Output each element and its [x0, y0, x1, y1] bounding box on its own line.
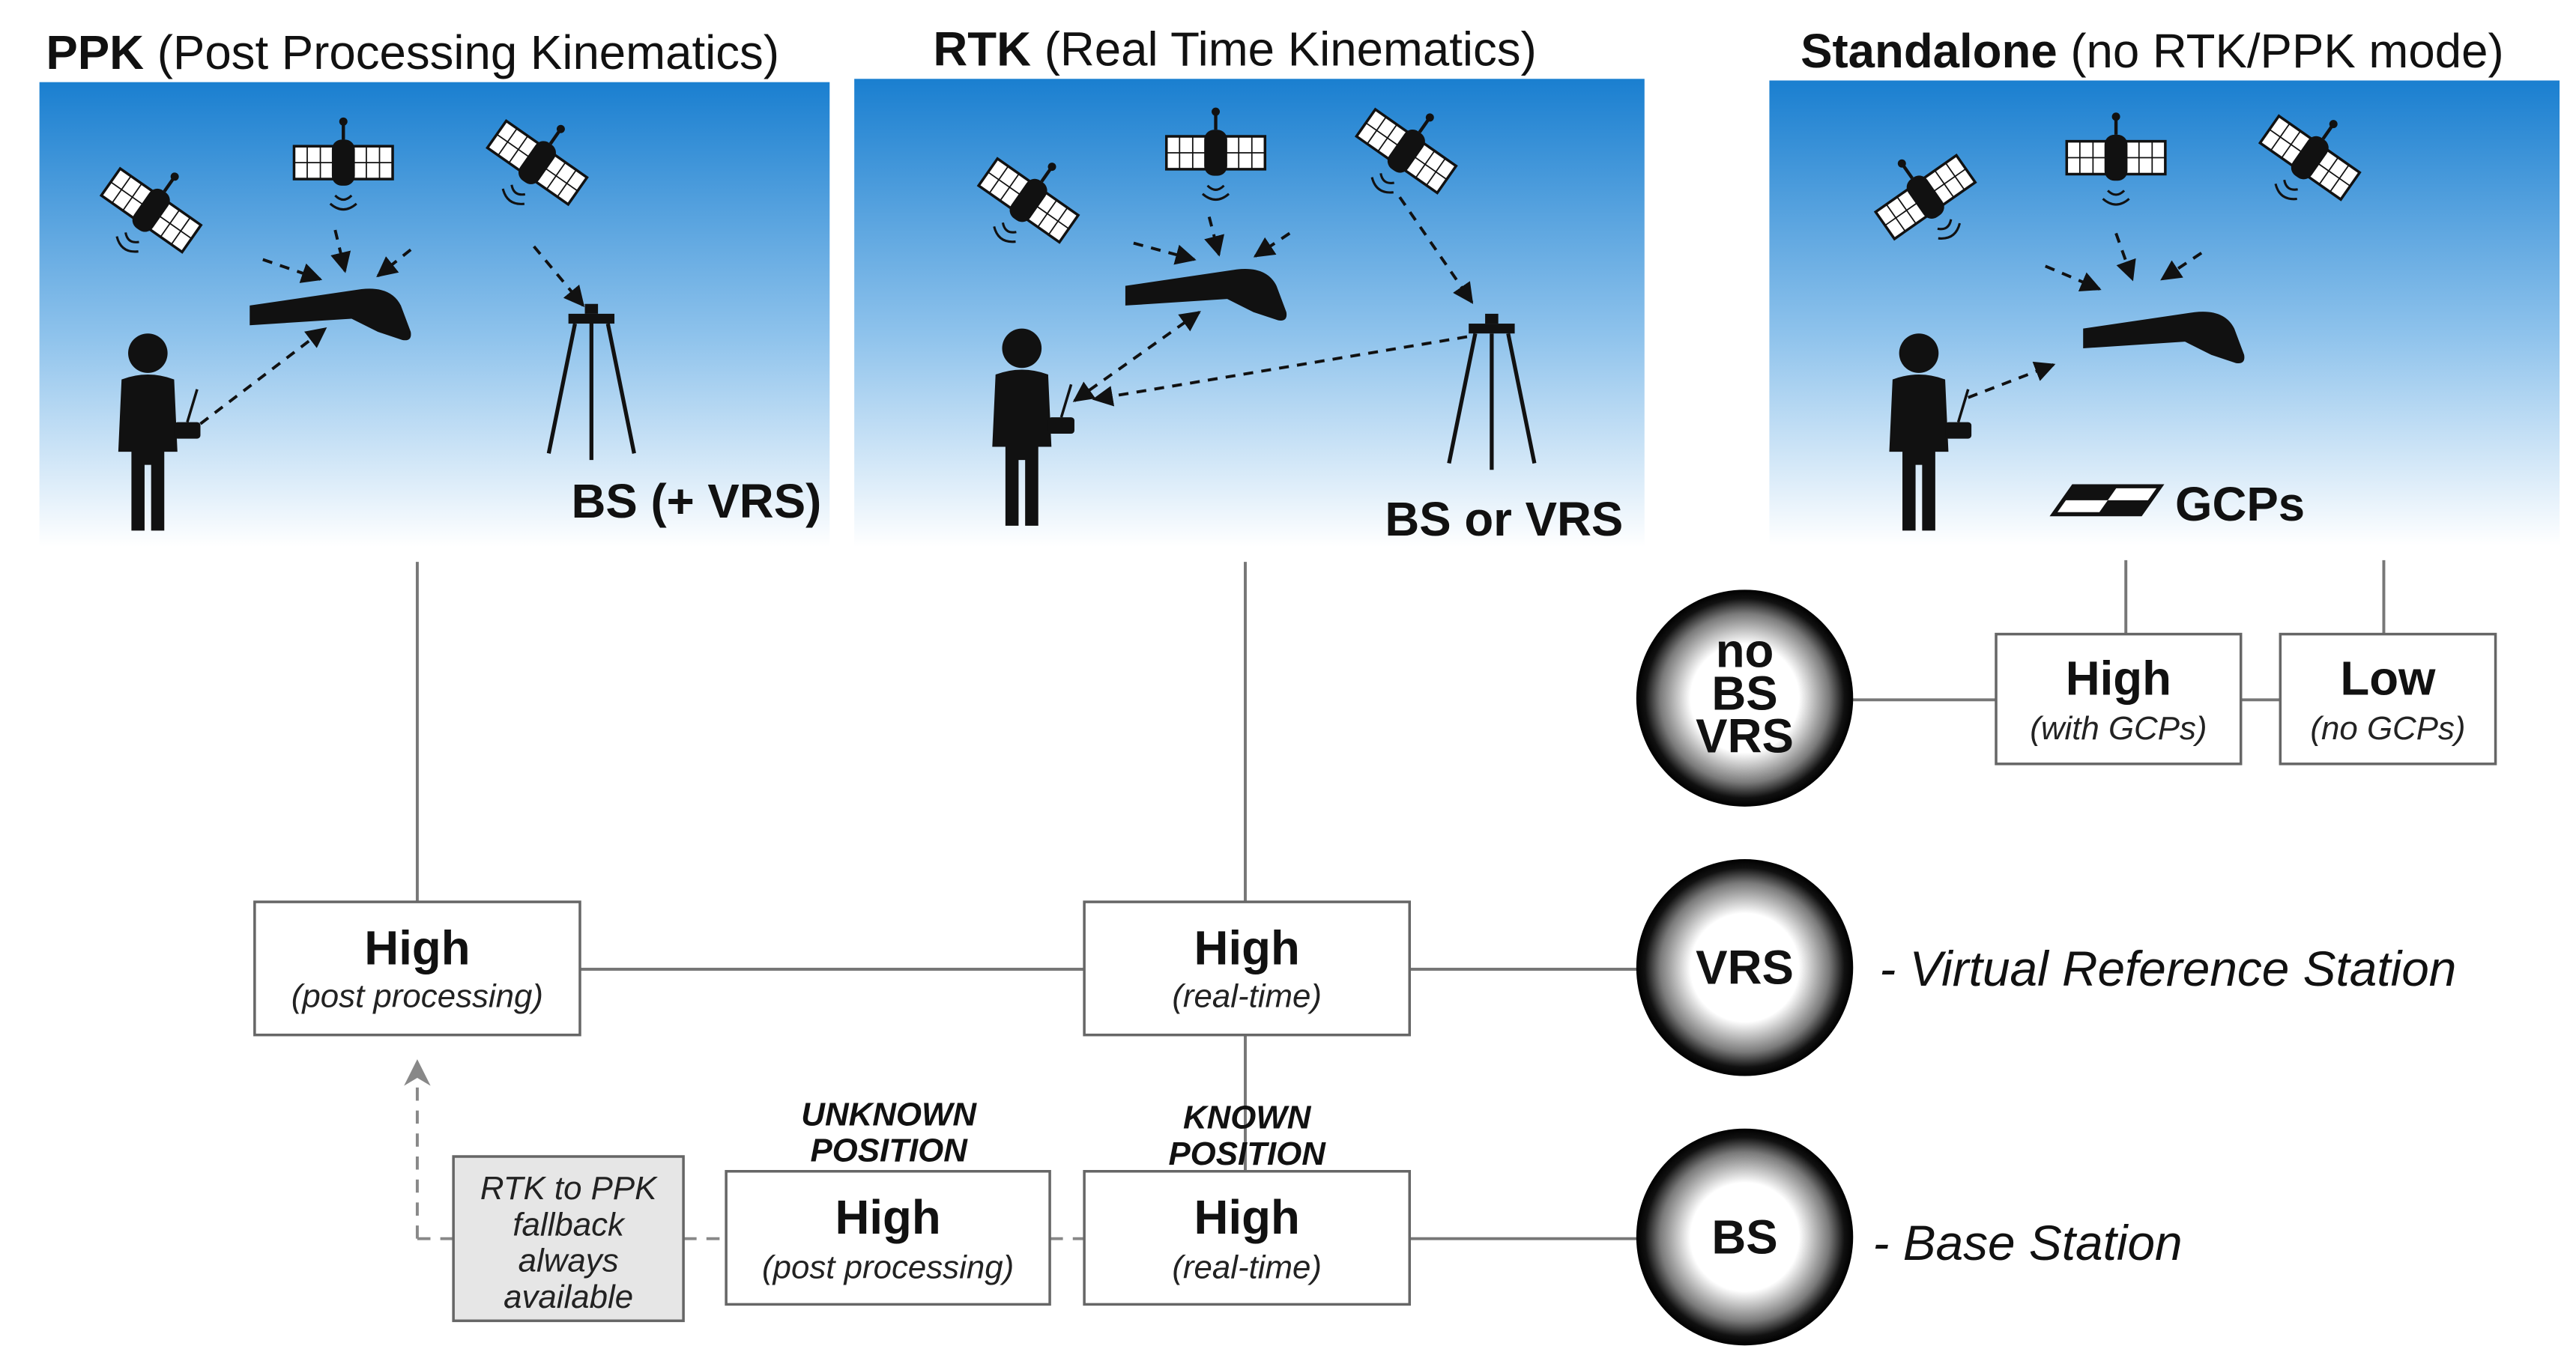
svg-text:BS: BS: [1711, 667, 1777, 720]
rtk-panel: RTK (Real Time Kinematics) BS or VRS: [854, 23, 1645, 548]
bs-circle: BS: [1636, 1128, 1854, 1346]
vrs-circle: VRS: [1636, 859, 1854, 1076]
svg-text:RTK to PPK: RTK to PPK: [480, 1170, 658, 1207]
rtk-title: RTK (Real Time Kinematics): [933, 23, 1536, 76]
svg-text:always: always: [518, 1243, 619, 1279]
ppk-station-label: BS (+ VRS): [571, 475, 821, 528]
svg-text:POSITION: POSITION: [810, 1133, 968, 1169]
svg-text:VRS: VRS: [1696, 942, 1794, 995]
fallback-box: RTK to PPK fallback always available: [452, 1155, 685, 1323]
svg-text:KNOWN: KNOWN: [1183, 1100, 1312, 1136]
no-bs-vrs-circle: no BS VRS: [1636, 589, 1854, 807]
bs-known-high-note: (real-time): [1172, 1249, 1322, 1285]
svg-text:available: available: [504, 1279, 633, 1315]
ppk-high-note: (post processing): [291, 977, 543, 1014]
ppk-high-value: High: [364, 921, 470, 974]
unknown-position-label: UNKNOWN POSITION: [801, 1096, 977, 1168]
standalone-gcp-label: GCPs: [2175, 478, 2305, 531]
svg-text:UNKNOWN: UNKNOWN: [801, 1096, 977, 1133]
bs-unknown-high-note: (post processing): [762, 1249, 1014, 1285]
ppk-sky: [39, 82, 830, 548]
standalone-high-value: High: [2066, 652, 2171, 706]
gcp-target-icon: [2049, 484, 2165, 517]
standalone-low-note: (no GCPs): [2310, 710, 2465, 747]
standalone-low-box: Low (no GCPs): [2279, 632, 2497, 766]
bs-known-high-value: High: [1194, 1191, 1300, 1244]
rtk-vrs-high-box: High (real-time): [1083, 900, 1412, 1037]
legend-bs: - Base Station: [1873, 1215, 2183, 1270]
standalone-high-note: (with GCPs): [2030, 710, 2207, 747]
rtk-vrs-high-value: High: [1194, 921, 1300, 974]
ppk-title: PPK (Post Processing Kinematics): [46, 26, 779, 79]
svg-text:no: no: [1716, 624, 1774, 677]
svg-text:BS: BS: [1711, 1210, 1777, 1264]
known-position-label: KNOWN POSITION: [1168, 1100, 1326, 1172]
ppk-high-box: High (post processing): [253, 900, 581, 1037]
svg-text:VRS: VRS: [1696, 709, 1794, 763]
bs-unknown-high-box: High (post processing): [725, 1169, 1051, 1306]
legend-vrs: - Virtual Reference Station: [1879, 941, 2456, 996]
standalone-low-value: Low: [2340, 652, 2436, 706]
rtk-station-label: BS or VRS: [1385, 493, 1623, 546]
standalone-title: Standalone (no RTK/PPK mode): [1801, 25, 2504, 78]
bs-known-high-box: High (real-time): [1083, 1169, 1412, 1306]
connectors: [404, 560, 2386, 1240]
rtk-vrs-high-note: (real-time): [1172, 977, 1322, 1014]
svg-text:fallback: fallback: [513, 1206, 626, 1243]
ppk-panel: PPK (Post Processing Kinematics) BS (+ V…: [39, 26, 830, 548]
standalone-high-box: High (with GCPs): [1995, 632, 2243, 766]
svg-text:POSITION: POSITION: [1168, 1136, 1326, 1172]
bs-unknown-high-value: High: [835, 1191, 940, 1244]
standalone-panel: Standalone (no RTK/PPK mode) GCPs: [1769, 25, 2560, 546]
